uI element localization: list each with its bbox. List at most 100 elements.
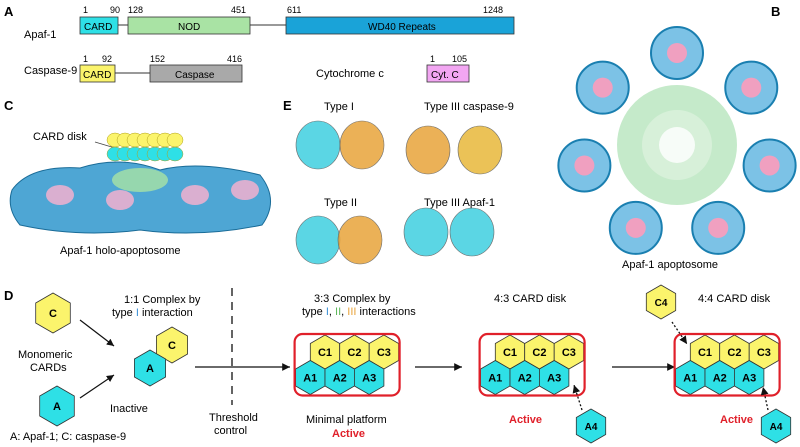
card-ribbon: [337, 215, 383, 265]
hex-a4-label-1: A4: [585, 422, 598, 433]
cytc-label: Cyt. C: [431, 70, 459, 81]
apaf1-wd40-domain: [285, 16, 515, 35]
hex-a3-label: A3: [742, 373, 756, 385]
hex-c4-label: C4: [655, 298, 668, 309]
complex11-label-1: 1:1 Complex by: [124, 294, 201, 306]
complex11-label-2: type I interaction: [112, 307, 193, 319]
threshold-label-2: control: [214, 425, 247, 437]
hex-a4-incoming: [575, 408, 607, 444]
panel-label-c: C: [4, 98, 14, 113]
disk-outline: [673, 332, 781, 397]
active-label-2: Active: [509, 414, 542, 426]
hex-monomer-c: [35, 292, 71, 334]
hex-a3-label: A3: [547, 373, 561, 385]
card-ribbon: [295, 120, 341, 170]
casp9-pos-92: 92: [102, 54, 112, 64]
monomeric-label-2: CARDs: [30, 362, 67, 374]
hex-c3-label: C3: [562, 347, 576, 359]
hex-c2-label: C2: [532, 347, 546, 359]
hex-c2-label: C2: [347, 347, 361, 359]
casp9-card-domain: [79, 64, 116, 83]
hex-a1-label: A1: [303, 373, 317, 385]
hex-a1-label: A1: [683, 373, 697, 385]
cytochrome-c-blob: [592, 77, 613, 98]
inactive-label: Inactive: [110, 403, 148, 415]
cytc-pos-1: 1: [430, 54, 435, 64]
card-disk-structure: [106, 132, 184, 162]
hex-a2-label: A2: [333, 373, 347, 385]
hex-monomer-c-label: C: [49, 308, 57, 320]
type3-caspase9-title: Type III caspase-9: [424, 101, 514, 113]
cytochrome-c-blob: [667, 43, 687, 63]
hex-a2-label: A2: [713, 373, 727, 385]
casp9-pos-416: 416: [227, 54, 242, 64]
hex-c3-label: C3: [377, 347, 391, 359]
card-ribbon: [405, 125, 451, 175]
hex-c1-label: C1: [503, 347, 517, 359]
hex-a3: [539, 360, 570, 395]
apaf1-wd40-label: WD40 Repeats: [368, 22, 436, 33]
complex33-label-2: type I, II, III interactions: [302, 306, 416, 318]
hex-11-a: [133, 349, 167, 387]
disk-outline: [478, 332, 586, 397]
hex-a4-incoming-2: [760, 408, 792, 444]
type2-title: Type II: [324, 197, 357, 209]
hex-c4-incoming: [645, 284, 677, 320]
apoptosome-caption: Apaf-1 apoptosome: [622, 259, 718, 271]
panel-d-scheme: C Monomeric CARDs A A: Apaf-1; C: caspas…: [10, 284, 792, 444]
hex-c1-label: C1: [318, 347, 332, 359]
hex-a2-label: A2: [518, 373, 532, 385]
monomeric-label-1: Monomeric: [18, 349, 73, 361]
type3-apaf1-title: Type III Apaf-1: [424, 197, 495, 209]
apaf1-pos-1248: 1248: [483, 5, 503, 15]
active-label-1: Active: [332, 428, 365, 440]
panel-label-d: D: [4, 288, 13, 303]
cytochrome-c-blob: [708, 217, 729, 238]
complex33-label-1: 3:3 Complex by: [314, 293, 391, 305]
holo-body-structure: [9, 161, 271, 234]
panel-label-a: A: [4, 4, 14, 19]
casp9-pos-1: 1: [83, 54, 88, 64]
holo-caption: Apaf-1 holo-apoptosome: [60, 245, 180, 257]
hex-11-a-label: A: [146, 363, 154, 375]
casp9-card-label: CARD: [83, 70, 111, 81]
threshold-label-1: Threshold: [209, 412, 258, 424]
apaf1-card-label: CARD: [84, 22, 112, 33]
apaf1-card-domain: [79, 16, 119, 35]
apaf1-pos-1: 1: [83, 5, 88, 15]
card-ribbon: [295, 215, 341, 265]
cytochrome-c-blob: [741, 77, 762, 98]
cytochrome-c-blob: [759, 155, 780, 176]
apaf1-name: Apaf-1: [24, 29, 56, 41]
disk-outline: [293, 332, 401, 397]
cytc-name: Cytochrome c: [316, 68, 384, 80]
panel-b-apoptosome: Apaf-1 apoptosome: [557, 26, 797, 271]
type1-title: Type I: [324, 101, 354, 113]
card-ribbon: [457, 125, 503, 175]
apaf1-pos-90: 90: [110, 5, 120, 15]
apaf1-pos-451: 451: [231, 5, 246, 15]
casp9-pos-152: 152: [150, 54, 165, 64]
apaf1-pos-611: 611: [287, 5, 301, 15]
card-ribbon: [339, 120, 385, 170]
cytochrome-c-blob: [574, 155, 595, 176]
card-ribbon: [403, 207, 449, 257]
hex-a1-label: A1: [488, 373, 502, 385]
caspase9-name: Caspase-9: [24, 65, 77, 77]
panel-label-e: E: [283, 98, 292, 113]
card-ribbon: [449, 207, 495, 257]
hex-monomer-a-label: A: [53, 401, 61, 413]
hex-a3: [353, 360, 385, 395]
legend-text: A: Apaf-1; C: caspase-9: [10, 431, 126, 443]
casp9-caspase-domain: [149, 64, 243, 83]
hex-a3: [734, 360, 765, 395]
minimal-platform-label: Minimal platform: [306, 414, 387, 426]
casp9-caspase-label: Caspase: [175, 70, 215, 81]
apaf1-pos-128: 128: [128, 5, 143, 15]
panel-a-domains: Apaf-1 1 90 128 451 611 1248 CARD NOD WD…: [24, 5, 515, 83]
hex-a3-label: A3: [362, 373, 376, 385]
hex-c3-label: C3: [757, 347, 771, 359]
card44-label: 4:4 CARD disk: [698, 293, 771, 305]
